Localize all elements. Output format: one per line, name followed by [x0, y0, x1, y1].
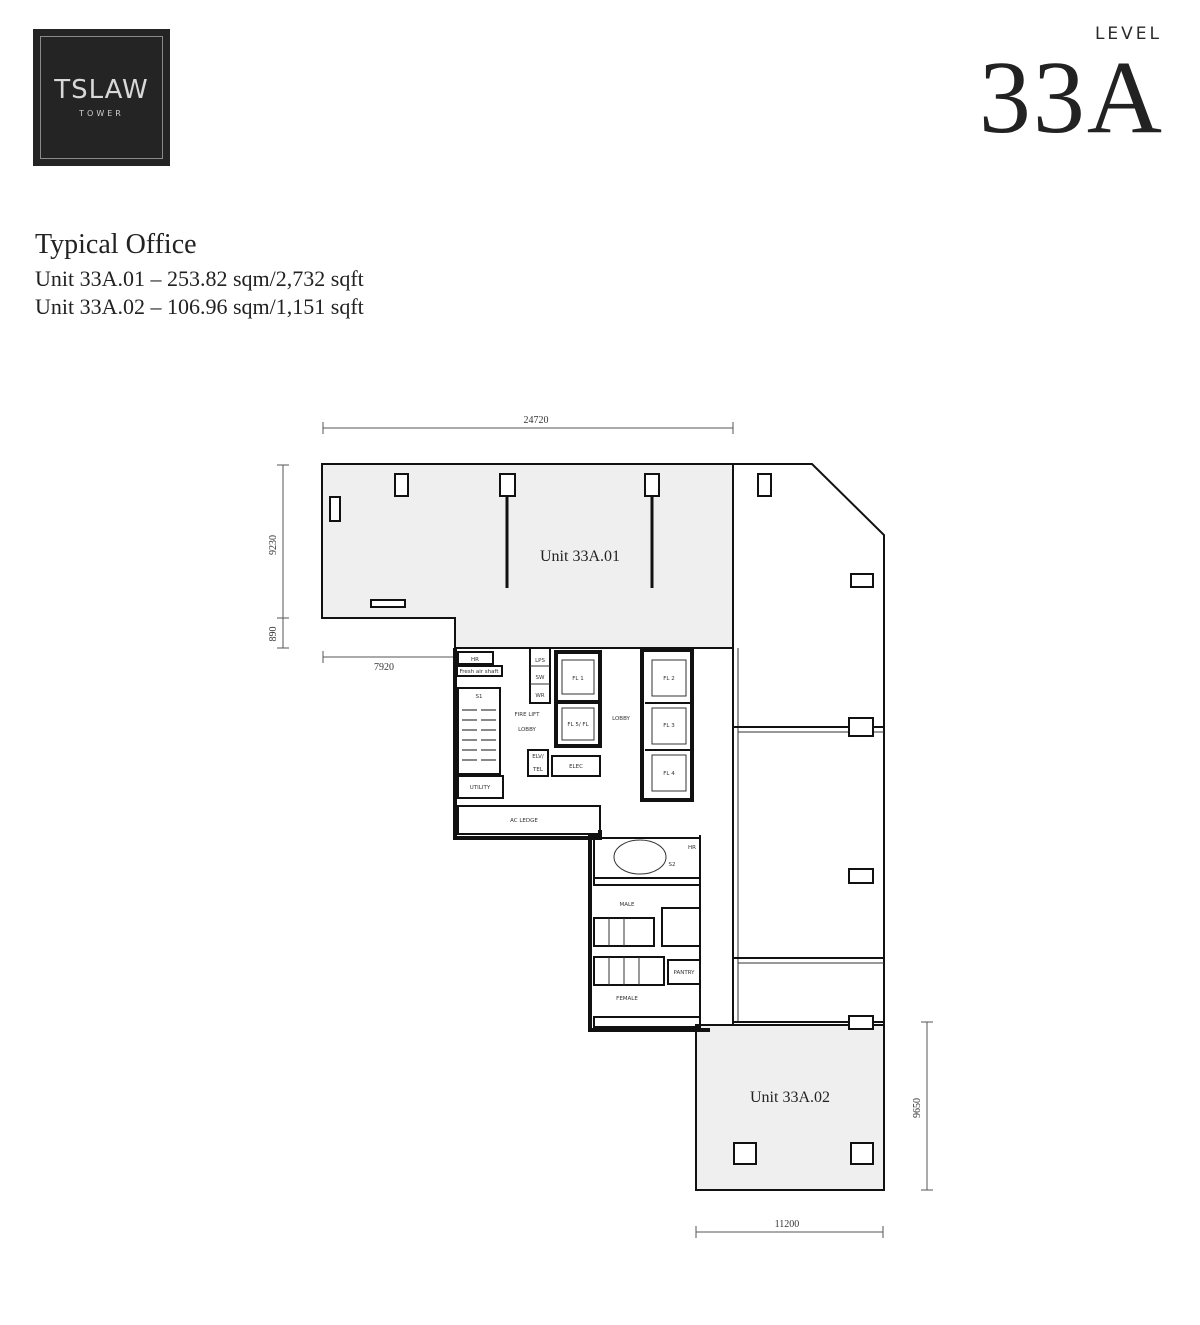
room-label-lobby: LOBBY — [612, 716, 630, 722]
dim-left-lower: 890 — [268, 627, 279, 642]
level-number: 33A — [978, 40, 1164, 155]
unit-33a02-label: Unit 33A.02 — [750, 1089, 830, 1106]
columns — [329, 473, 874, 1165]
room-label-hr: HR — [471, 657, 479, 663]
logo-name: TSLAW — [54, 74, 149, 105]
room-labels: HR Fresh air shaft S1 LPS SW WR FIRE LIF… — [459, 657, 696, 1002]
unit-01-area: Unit 33A.01 – 253.82 sqm/2,732 sqft — [35, 266, 364, 291]
room-label-pantry: PANTRY — [673, 970, 695, 976]
room-label-female: FEMALE — [616, 996, 638, 1002]
room-label-wr: WR — [535, 693, 544, 699]
room-label-sw: SW — [536, 675, 545, 681]
stair-treads — [462, 709, 496, 761]
room-label-tel: TEL — [532, 767, 544, 773]
unit-02-area: Unit 33A.02 – 106.96 sqm/1,151 sqft — [35, 294, 364, 319]
right-wing-outline — [733, 463, 885, 1190]
room-label-elec: ELEC — [569, 764, 583, 770]
room-label-s2: S2 — [669, 862, 676, 868]
room-label-fl4: FL 4 — [663, 771, 675, 777]
level-label: LEVEL — [1094, 24, 1162, 44]
dim-top: 24720 — [524, 415, 549, 426]
room-label-s1: S1 — [476, 694, 483, 700]
room-label-fl5: FL 5/ FL — [567, 722, 589, 728]
dim-left-upper: 9230 — [268, 535, 279, 555]
dim-bottom: 11200 — [775, 1219, 800, 1230]
logo-subtitle: TOWER — [79, 109, 124, 119]
unit-33a01-label: Unit 33A.01 — [540, 548, 620, 565]
room-label-elv: ELV/ — [532, 754, 544, 760]
room-label-hr2: HR — [688, 845, 696, 851]
unit-33a01-area[interactable] — [321, 463, 734, 649]
dimension-lines — [277, 422, 933, 1238]
room-label-fl2: FL 2 — [663, 676, 674, 682]
dim-left-step: 7920 — [374, 662, 394, 673]
room-label-male: MALE — [619, 902, 635, 908]
dim-right: 9650 — [912, 1098, 923, 1118]
room-label-fresh-air-shaft: Fresh air shaft — [459, 669, 499, 675]
page-title: Typical Office — [35, 229, 197, 260]
room-label-utility: UTILITY — [470, 785, 491, 791]
right-wing-partitions — [732, 464, 884, 1025]
logo-frame: TSLAW TOWER — [40, 36, 163, 159]
room-label-fire-lift: FIRE LIFT — [515, 712, 541, 718]
room-label-fire-lift-lobby: LOBBY — [518, 727, 536, 733]
room-label-fl3: FL 3 — [663, 723, 675, 729]
room-label-lps: LPS — [535, 658, 545, 664]
building-core — [453, 647, 710, 1032]
room-label-fl1: FL 1 — [572, 676, 583, 682]
tslaw-tower-logo: TSLAW TOWER — [33, 29, 170, 166]
unit-33a02-area[interactable] — [695, 1024, 885, 1191]
room-label-ac-ledge: AC LEDGE — [510, 818, 538, 824]
